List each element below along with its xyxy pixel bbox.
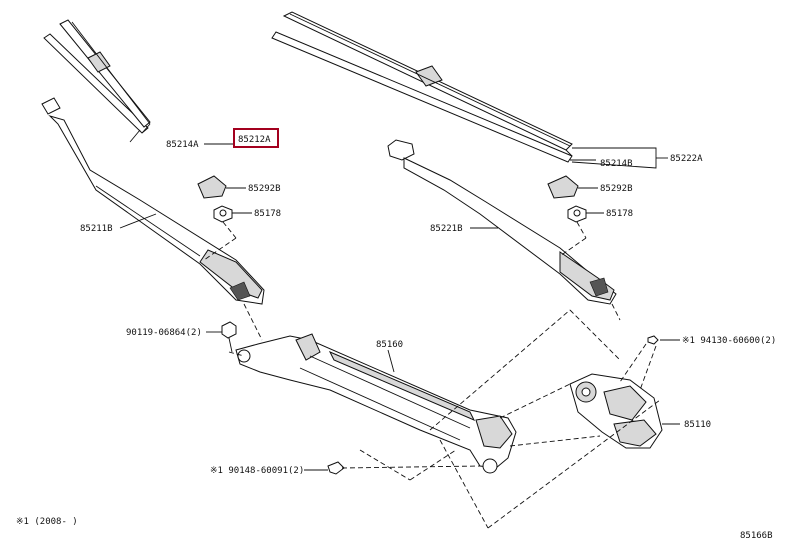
- label-85214A[interactable]: 85214A: [166, 140, 199, 150]
- label-85211B[interactable]: 85211B: [80, 224, 113, 234]
- label-85178-right[interactable]: 85178: [606, 209, 633, 219]
- label-85212A[interactable]: 85212A: [238, 135, 271, 145]
- screw-90148: [327, 461, 345, 475]
- label-85221B[interactable]: 85221B: [430, 224, 463, 234]
- wiper-link-assembly: [235, 333, 517, 474]
- cap-left: [197, 175, 227, 199]
- nut-right: [567, 205, 587, 223]
- label-94130[interactable]: ※1 94130-60600(2): [682, 336, 776, 346]
- label-85160[interactable]: 85160: [376, 340, 403, 350]
- bolt-90119: [221, 321, 237, 353]
- wiper-arm-left: [41, 97, 265, 305]
- label-85214B[interactable]: 85214B: [600, 159, 633, 169]
- label-85110[interactable]: 85110: [684, 420, 711, 430]
- dashed-guides: [203, 221, 661, 529]
- screw-94130: [647, 335, 659, 345]
- nut-left: [213, 205, 233, 223]
- wiper-arm-right: [387, 139, 617, 305]
- label-85292B-right[interactable]: 85292B: [600, 184, 633, 194]
- label-90119[interactable]: 90119-06864(2): [126, 328, 202, 338]
- footnote: ※1 (2008- ): [16, 517, 78, 527]
- highlight-box-85212A: [233, 128, 279, 148]
- wiper-blade-right: [271, 11, 573, 163]
- part-labels: 85214A 85212A 85222A 85214B 85292B 85178…: [16, 128, 776, 541]
- label-90148[interactable]: ※1 90148-60091(2): [210, 466, 304, 476]
- wiper-motor: [569, 373, 663, 449]
- label-85292B-left[interactable]: 85292B: [248, 184, 281, 194]
- label-85222A[interactable]: 85222A: [670, 154, 703, 164]
- leader-lines: [119, 129, 680, 471]
- cap-right: [547, 175, 579, 199]
- drawing-code: 85166B: [740, 531, 773, 541]
- wiper-blade-left: [43, 19, 151, 134]
- label-85178-left[interactable]: 85178: [254, 209, 281, 219]
